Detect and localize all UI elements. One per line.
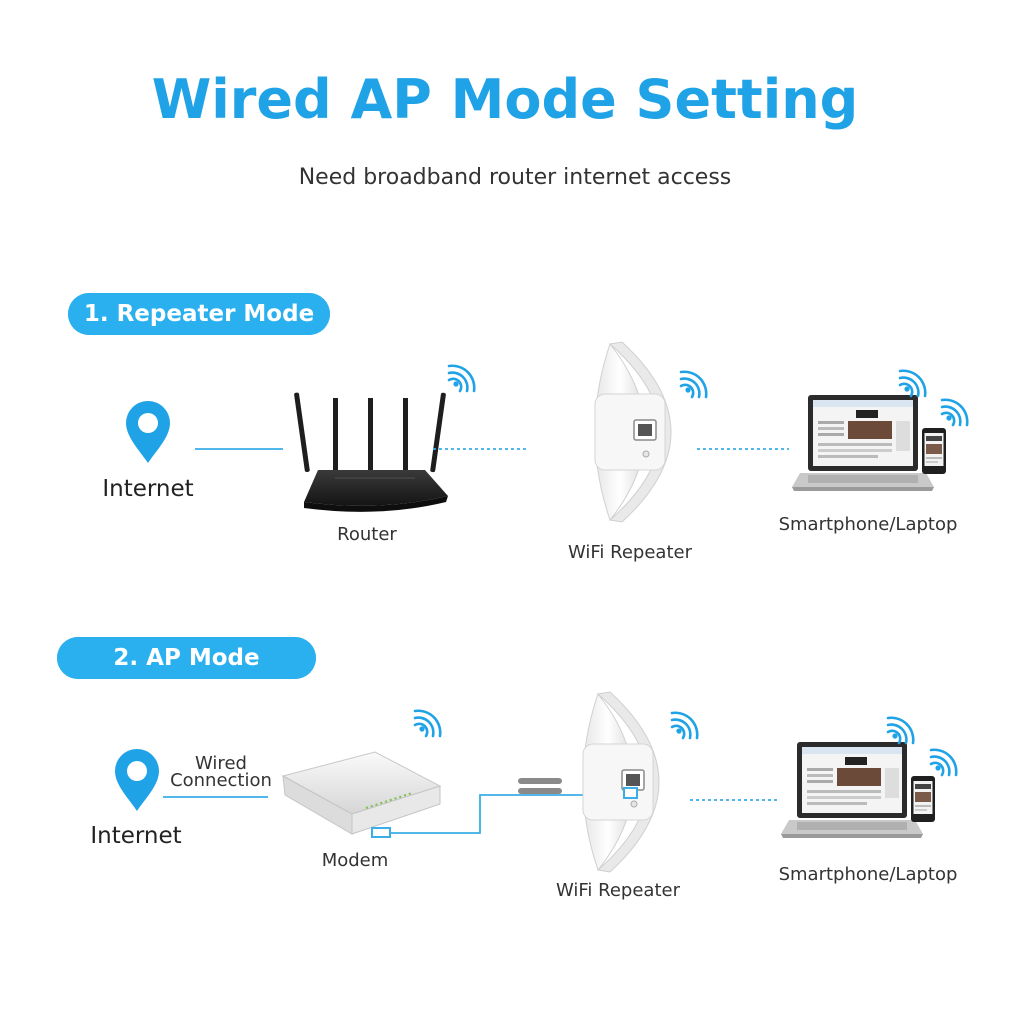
wifi-signal-icon [679,370,708,399]
clients-label: Smartphone/Laptop [778,514,958,535]
wifi-signal-icon [886,716,915,745]
internet-label: Internet [90,823,182,849]
router-label: Router [337,524,397,545]
subtitle: Need broadband router internet access [298,165,732,190]
location-pin-icon [115,749,159,811]
wifi-signal-icon [929,748,958,777]
section1-heading: 1. Repeater Mode [68,293,330,335]
laptop-image [792,395,934,491]
clients-label: Smartphone/Laptop [778,864,958,885]
wifi-signal-icon [670,711,699,740]
wifi-repeater-image [582,691,660,873]
wifi-signal-icon [898,369,927,398]
repeater-label: WiFi Repeater [555,880,680,901]
power-plug-icon [518,778,562,794]
laptop-image [781,742,923,838]
repeater-label: WiFi Repeater [567,542,692,563]
ethernet-port-icon [623,787,638,799]
location-pin-icon [126,401,170,463]
wifi-signal-icon [447,364,476,393]
section2-heading: 2. AP Mode [57,637,316,679]
router-image [294,392,448,512]
smartphone-image [911,776,935,822]
wifi-signal-icon [940,398,969,427]
ethernet-cable [390,794,626,834]
smartphone-image [922,428,946,474]
title: Wired AP Mode Setting [151,68,859,131]
internet-label: Internet [102,476,194,502]
wifi-signal-icon [413,709,442,738]
modem-image [281,751,442,838]
modem-label: Modem [321,850,389,871]
wired-connection-label-line1: Wired [195,753,247,774]
wifi-repeater-image [594,341,672,523]
wired-connection-label-line2: Connection [170,770,272,791]
